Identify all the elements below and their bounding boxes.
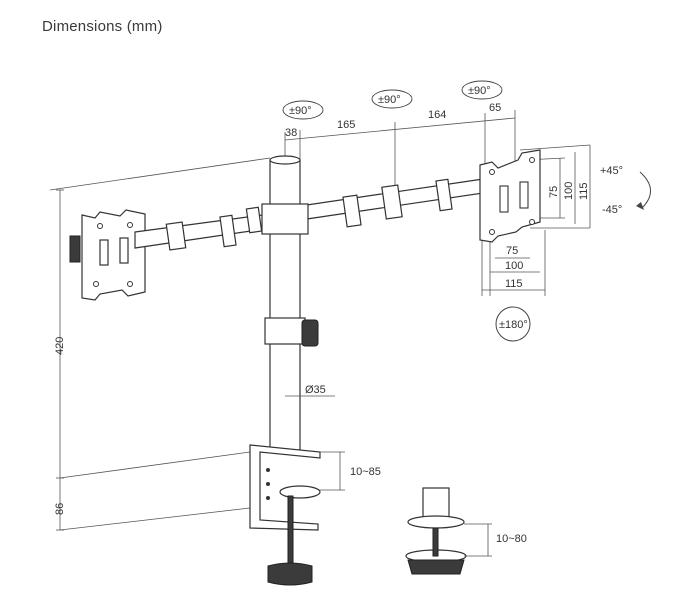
vesa-75-vertical-label: 75 <box>548 186 560 198</box>
vesa-100-vertical-label: 100 <box>563 182 575 200</box>
vesa-115-vertical-label: 115 <box>578 182 590 200</box>
rotate-180-icon: ±180° <box>495 306 531 342</box>
grommet-range-label: 10~80 <box>496 533 527 545</box>
arm-segment-2-label: 164 <box>428 109 446 121</box>
plate-offset-label: 65 <box>489 102 501 114</box>
right-arm <box>299 177 491 228</box>
offset-top-label: 38 <box>285 127 297 139</box>
left-arm <box>134 206 286 251</box>
right-vesa-plate <box>479 149 541 243</box>
height-dimension-lines <box>49 157 271 531</box>
top-dimension-lines <box>284 110 516 185</box>
svg-text:±90°: ±90° <box>468 85 491 97</box>
arm-segment-1-label: 165 <box>337 119 355 131</box>
grommet-mount <box>405 487 467 575</box>
base-height-label: 86 <box>54 503 66 515</box>
rotate-90-icon-right: ±90° <box>461 80 503 100</box>
pole <box>261 155 319 451</box>
pole-height-label: 420 <box>54 337 66 355</box>
tilt-up-label: +45° <box>600 165 623 177</box>
tilt-down-label: -45° <box>602 204 622 216</box>
svg-text:±180°: ±180° <box>499 319 528 331</box>
clamp-range-lines <box>320 451 345 491</box>
grommet-range-lines <box>464 523 492 557</box>
vesa-75-horizontal-label: 75 <box>506 245 518 257</box>
clamp-range-label: 10~85 <box>350 466 381 478</box>
svg-text:±90°: ±90° <box>289 105 312 117</box>
vesa-100-horizontal-label: 100 <box>505 260 523 272</box>
vesa-115-horizontal-label: 115 <box>505 278 523 290</box>
rotate-90-icon-left: ±90° <box>282 100 324 120</box>
rotate-90-icon-mid: ±90° <box>371 89 413 109</box>
tilt-arrow-icon <box>639 171 651 209</box>
svg-text:±90°: ±90° <box>378 94 401 106</box>
page-title: Dimensions (mm) <box>42 18 163 35</box>
desk-clamp <box>249 444 321 586</box>
pole-diameter-label: Ø35 <box>305 384 326 396</box>
tilt-arrowhead-icon <box>636 202 644 210</box>
left-vesa-plate <box>69 209 146 301</box>
